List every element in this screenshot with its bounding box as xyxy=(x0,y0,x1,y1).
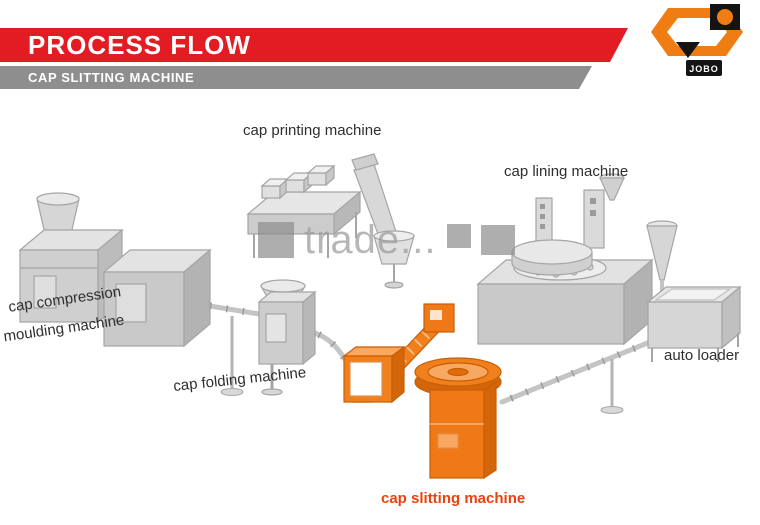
label-cap-printing-machine: cap printing machine xyxy=(243,122,382,139)
cap-printing-machine-illustration xyxy=(246,153,415,289)
pipe-joints xyxy=(209,302,652,406)
label-auto-loader: auto loader xyxy=(664,347,740,364)
page-title: PROCESS FLOW xyxy=(28,30,251,60)
cap-lining-machine-illustration xyxy=(476,173,678,346)
cap-folding-machine-illustration xyxy=(257,279,317,396)
subheader-bar: CAP SLITTING MACHINE xyxy=(0,66,592,89)
logo-black-wedge xyxy=(676,42,700,58)
logo-text: JOBO xyxy=(689,64,719,74)
page-subtitle: CAP SLITTING MACHINE xyxy=(28,70,195,85)
header-bar: PROCESS FLOW xyxy=(0,28,628,62)
cap-slitting-machine-illustration xyxy=(342,303,502,480)
auto-loader-illustration xyxy=(646,285,742,362)
label-cap-slitting-machine: cap slitting machine xyxy=(381,490,526,507)
label-cap-lining-machine: cap lining machine xyxy=(504,163,629,180)
pipe-supports xyxy=(220,316,624,414)
cap-compression-moulding-machine-illustration xyxy=(18,192,212,348)
jobo-logo: JOBO xyxy=(651,4,743,76)
